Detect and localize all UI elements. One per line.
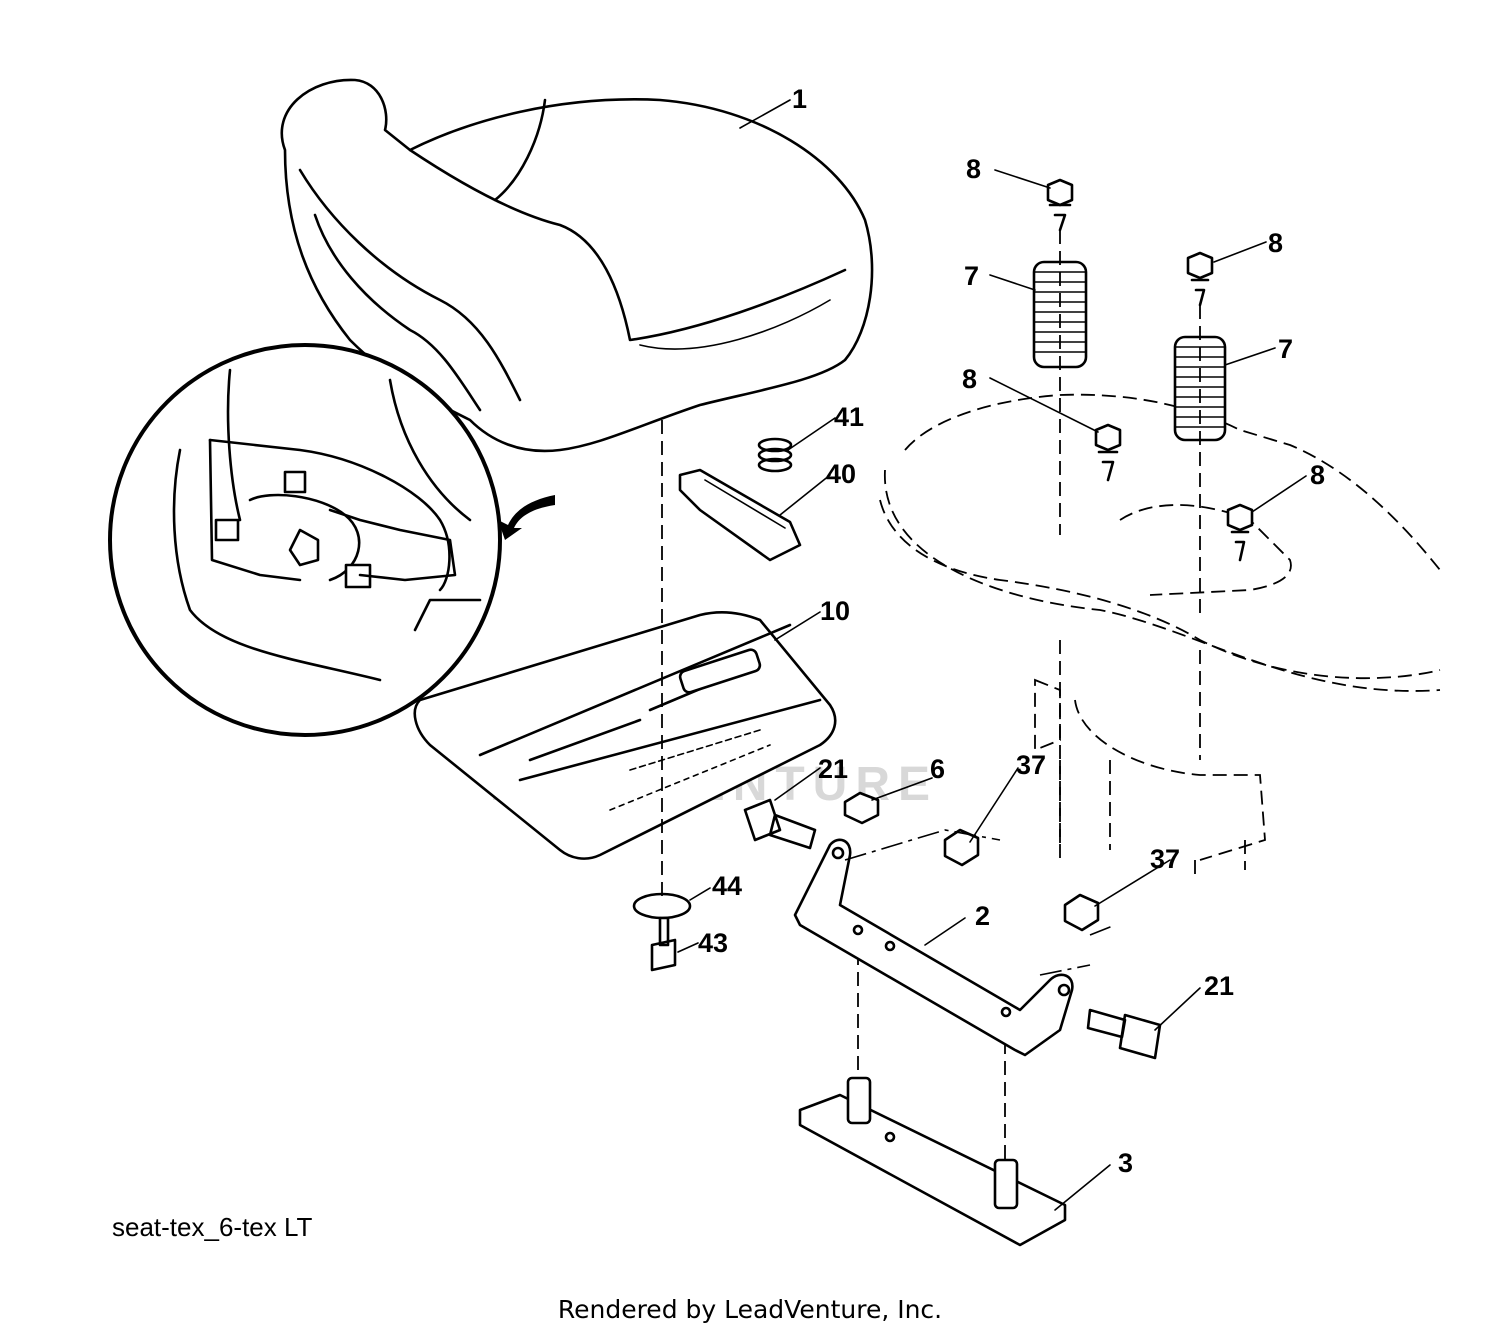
detail-view xyxy=(108,343,555,737)
callout-seat: 1 xyxy=(792,84,807,114)
callout-base-plate-3: 3 xyxy=(1118,1148,1133,1178)
callout-bolt-8-c: 8 xyxy=(962,364,977,394)
callout-spring-7-b: 7 xyxy=(1278,334,1293,364)
frame-outline xyxy=(879,393,1441,880)
nut-6 xyxy=(843,791,880,825)
diagram-caption: seat-tex_6-tex LT xyxy=(112,1212,313,1242)
render-credit: Rendered by LeadVenture, Inc. xyxy=(557,1295,943,1324)
callout-nut-37-upper: 37 xyxy=(1016,750,1046,780)
nut-37-lower xyxy=(1063,893,1100,932)
latch-bracket-part xyxy=(678,468,802,562)
base-plate-part xyxy=(798,1076,1067,1247)
callout-bolt-8-d: 8 xyxy=(1310,460,1325,490)
seat-pan-part xyxy=(413,610,837,860)
callout-nut-6: 6 xyxy=(930,754,945,784)
callout-bolt-43: 43 xyxy=(698,928,728,958)
callout-bolt-21-left: 21 xyxy=(818,754,848,784)
nut-37-upper xyxy=(943,828,980,867)
bolt-8-b xyxy=(1186,251,1214,307)
callout-bolt-8-b: 8 xyxy=(1268,228,1283,258)
alignment-line-upper xyxy=(844,829,1001,861)
callout-bolt-21-right: 21 xyxy=(1204,971,1234,1001)
alignment-line-lower xyxy=(1039,924,1116,976)
callout-mount-bracket-2: 2 xyxy=(975,901,990,931)
callout-spring-7-a: 7 xyxy=(964,261,979,291)
bolt-8-d xyxy=(1226,503,1254,562)
washer-44 xyxy=(632,892,692,920)
callout-bolt-8-a: 8 xyxy=(966,154,981,184)
callout-washer-44: 44 xyxy=(712,871,742,901)
bolt-21-left xyxy=(743,798,817,850)
bolt-21-right xyxy=(1086,1008,1162,1060)
callout-bracket-40: 40 xyxy=(826,459,856,489)
callout-seat-pan-10: 10 xyxy=(820,596,850,626)
callout-spring-41: 41 xyxy=(834,402,864,432)
bolt-8-c xyxy=(1094,423,1122,482)
mount-bracket-part xyxy=(793,838,1074,1057)
bolt-8-a xyxy=(1046,178,1074,232)
leader-lines xyxy=(677,99,1307,1211)
bolt-43 xyxy=(650,916,677,972)
spring-41 xyxy=(757,437,793,473)
callout-nut-37-lower: 37 xyxy=(1150,844,1180,874)
